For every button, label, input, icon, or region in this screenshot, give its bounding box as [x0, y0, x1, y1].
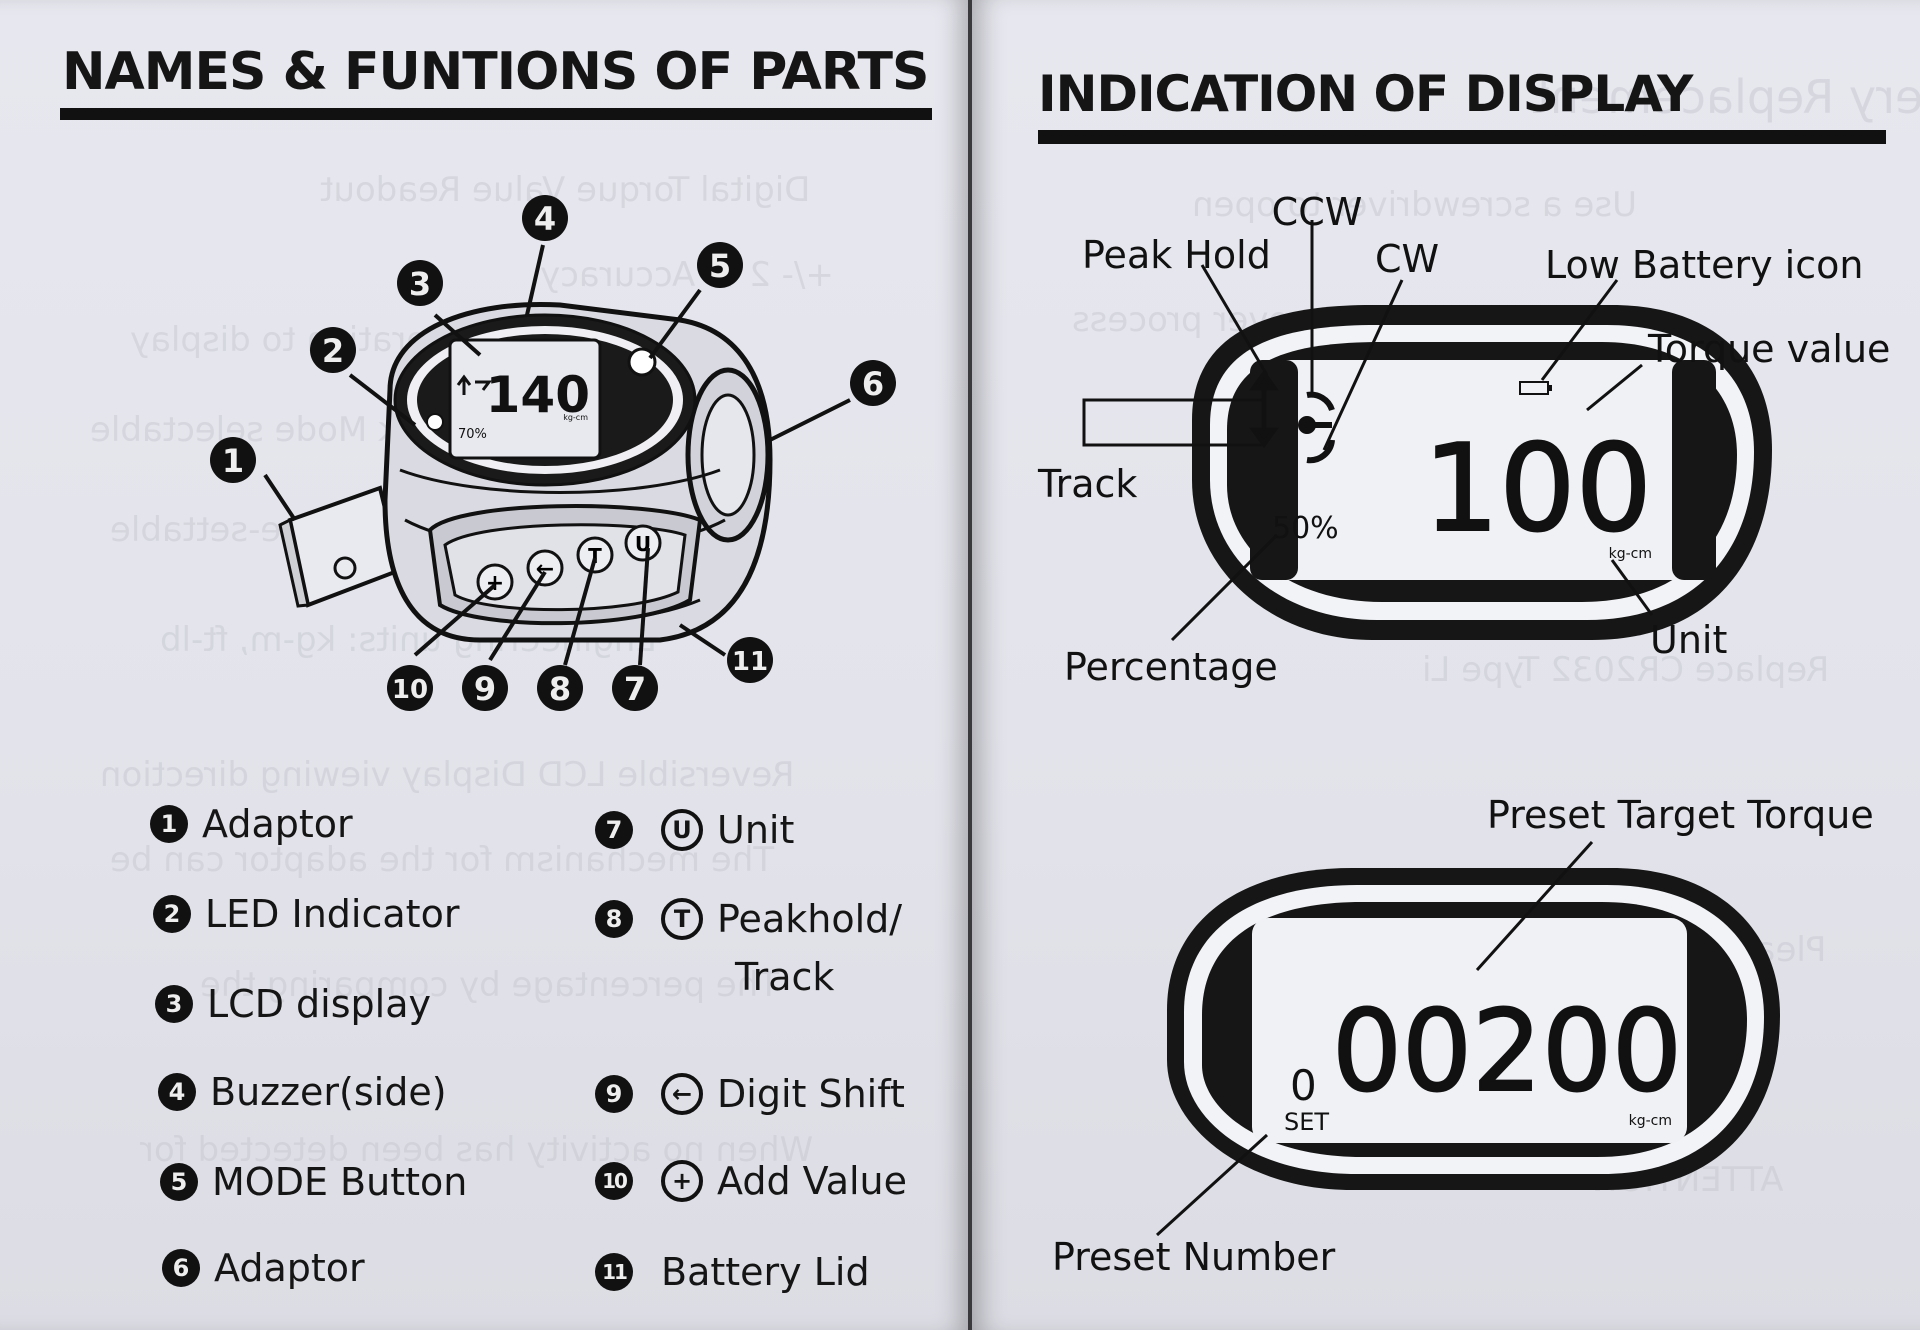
part-label: MODE Button	[212, 1160, 468, 1204]
callout-8: 8	[549, 670, 571, 708]
display2-set-label: SET	[1284, 1108, 1329, 1136]
part-label: Unit	[717, 808, 795, 852]
part-2: 2 LED Indicator	[153, 892, 459, 936]
part-label: LCD display	[207, 982, 431, 1026]
badge-2: 2	[153, 895, 191, 933]
lcd-value-text: 140	[486, 366, 590, 424]
part-1: 1 Adaptor	[150, 802, 353, 846]
display1-torque-value: 100	[1423, 420, 1652, 559]
display2-leaders	[1155, 840, 1594, 1237]
label-preset-target: Preset Target Torque	[1487, 793, 1874, 837]
shift-button-symbol: ←	[536, 557, 554, 582]
label-peak-hold: Peak Hold	[1082, 233, 1271, 277]
lcd-unit-text: kg-cm	[563, 413, 588, 422]
callout-3: 3	[409, 265, 431, 303]
part-6: 6 Adaptor	[162, 1246, 365, 1290]
direction-icon	[1298, 391, 1335, 464]
callout-7: 7	[624, 670, 646, 708]
badge-6: 6	[162, 1249, 200, 1287]
display1-labels: CCW Peak Hold CW Low Battery icon Torque…	[1037, 190, 1890, 689]
display1-unit: kg-cm	[1609, 546, 1652, 562]
callout-6: 6	[862, 365, 884, 403]
part-label: Peakhold/	[717, 897, 903, 941]
led-indicator-icon	[426, 413, 444, 431]
badge-8: 8	[595, 900, 633, 938]
preset-display-diagram: Preset Target Torque Preset Number 00200…	[1052, 793, 1874, 1279]
display-indication-diagram: 100 50% kg-cm	[1037, 190, 1890, 689]
callout-badges: 1 2 3 4 5 6 7 8 9 10 11	[210, 195, 896, 711]
badge-3: 3	[155, 985, 193, 1023]
callout-5: 5	[709, 247, 731, 285]
square-drive-adaptor	[278, 485, 403, 608]
callout-1: 1	[222, 442, 244, 480]
display1-leaders	[1082, 220, 1654, 642]
badge-10: 10	[595, 1162, 633, 1200]
part-3: 3 LCD display	[155, 982, 431, 1026]
part-9: 9 ← Digit Shift	[595, 1072, 905, 1116]
label-cw: CW	[1375, 237, 1439, 281]
part-8: 8 T Peakhold/	[595, 897, 902, 941]
unit-icon: U	[661, 809, 703, 851]
mode-button-icon	[627, 347, 657, 377]
callout-leaders	[263, 244, 851, 666]
part-8-label-line2: Track	[735, 955, 835, 999]
part-label: Adaptor	[214, 1246, 365, 1290]
part-4: 4 Buzzer(side)	[158, 1070, 447, 1114]
lcd-percent-text: 70%	[458, 427, 487, 442]
button-panel: + ← T U	[427, 504, 703, 626]
callout-11: 11	[732, 647, 768, 677]
callout-2: 2	[322, 332, 344, 370]
label-unit: Unit	[1650, 618, 1727, 662]
display2-unit: kg-cm	[1629, 1113, 1672, 1129]
badge-1: 1	[150, 805, 188, 843]
display1-percent: 50%	[1272, 511, 1339, 546]
badge-9: 9	[595, 1075, 633, 1113]
arrow-left-icon: ←	[661, 1073, 703, 1115]
lcd-arrow-icon	[456, 374, 472, 395]
part-label: Digit Shift	[717, 1072, 905, 1116]
label-ccw: CCW	[1272, 190, 1363, 234]
part-10: 10 + Add Value	[595, 1159, 907, 1203]
left-page: Digital Torque Value Readout +/- 2 % Acc…	[0, 0, 968, 1330]
display2-labels: Preset Target Torque Preset Number	[1052, 793, 1874, 1279]
display2-bezel: 00200 0 SET kg-cm	[1167, 868, 1780, 1190]
part-label: Adaptor	[202, 802, 353, 846]
badge-4: 4	[158, 1073, 196, 1111]
badge-7: 7	[595, 811, 633, 849]
part-label: Buzzer(side)	[210, 1070, 447, 1114]
peak-button-symbol: T	[588, 544, 602, 568]
callout-4: 4	[534, 200, 556, 238]
part-5: 5 MODE Button	[160, 1160, 467, 1204]
heading-rule	[1038, 130, 1886, 144]
track-arrows-icon	[1249, 369, 1279, 449]
right-page: Battery Replacement Use a screwdriver to…	[972, 0, 1920, 1330]
torque-adapter-diagram: 140 70% kg-cm + ← T U	[210, 195, 896, 711]
label-track: Track	[1037, 462, 1137, 506]
part-label: LED Indicator	[205, 892, 460, 936]
label-low-battery: Low Battery icon	[1545, 243, 1863, 287]
heading-rule	[60, 108, 932, 120]
plus-icon: +	[661, 1160, 703, 1202]
peakhold-icon: T	[661, 898, 703, 940]
lcd-bezel: 140 70% kg-cm	[393, 313, 697, 487]
badge-11: 11	[595, 1253, 633, 1291]
callout-10: 10	[392, 675, 428, 705]
callout-9: 9	[474, 670, 496, 708]
badge-5: 5	[160, 1163, 198, 1201]
display2-preset-number: 0	[1290, 1061, 1317, 1110]
label-preset-number: Preset Number	[1052, 1235, 1336, 1279]
part-label: Battery Lid	[661, 1250, 870, 1294]
page-heading: NAMES & FUNTIONS OF PARTS	[62, 42, 929, 102]
display2-preset-value: 00200	[1332, 987, 1682, 1117]
page-heading: INDICATION OF DISPLAY	[1038, 65, 1693, 123]
label-torque-value: Torque value	[1647, 327, 1890, 371]
part-7: 7 U Unit	[595, 808, 794, 852]
label-percentage: Percentage	[1064, 645, 1278, 689]
part-label: Add Value	[717, 1159, 907, 1203]
part-11: 11 Battery Lid	[595, 1250, 870, 1294]
